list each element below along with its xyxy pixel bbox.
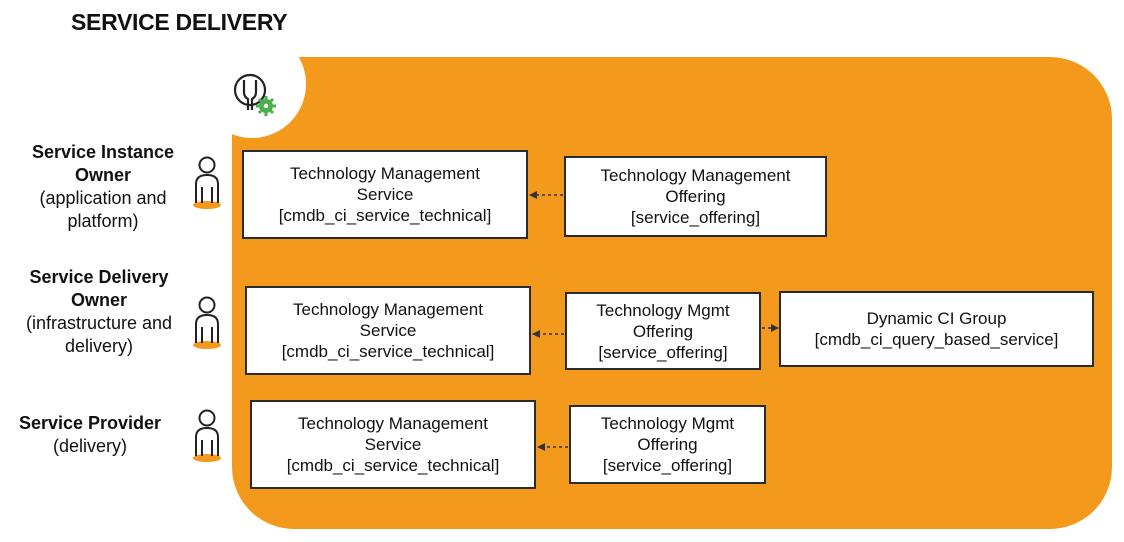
role-name-line: Service Delivery <box>29 267 169 287</box>
icon-badge <box>198 30 306 138</box>
box-line: Technology Management <box>298 414 488 433</box>
box-line: [service_offering] <box>630 208 761 227</box>
box-line: [cmdb_ci_query_based_service] <box>814 330 1059 349</box>
technology-management-service-box: Technology Management Service [cmdb_ci_s… <box>242 150 528 239</box>
box-line: Offering <box>632 321 694 341</box>
role-service-provider: Service Provider (delivery) <box>2 412 178 458</box>
box-line: Service <box>364 435 422 454</box>
box-line: Technology Mgmt <box>596 300 730 320</box>
box-line: [cmdb_ci_service_technical] <box>286 456 500 475</box>
box-line: Technology Management <box>600 166 791 185</box>
dynamic-ci-group-box: Dynamic CI Group [cmdb_ci_query_based_se… <box>779 291 1094 367</box>
box-line: Service <box>356 185 414 204</box>
box-line: [service_offering] <box>602 456 733 475</box>
technology-management-service-box: Technology Management Service [cmdb_ci_s… <box>250 400 536 489</box>
box-line: [cmdb_ci_service_technical] <box>281 342 495 361</box>
wrench-gear-icon <box>233 73 276 116</box>
role-name-line: Owner <box>74 165 131 185</box>
role-scope-line: platform) <box>67 211 139 231</box>
role-service-delivery-owner: Service Delivery Owner (infrastructure a… <box>5 266 193 358</box>
technology-management-offering-box: Technology Management Offering [service_… <box>564 156 827 237</box>
role-scope-line: delivery) <box>64 336 134 356</box>
person-icon <box>193 296 221 349</box>
role-scope-line: (delivery) <box>52 436 127 456</box>
box-line: Technology Management <box>290 164 480 183</box>
box-line: Technology Mgmt <box>600 414 735 433</box>
role-scope-line: (infrastructure and <box>25 313 173 333</box>
box-line: Offering <box>637 435 698 454</box>
technology-mgmt-offering-box: Technology Mgmt Offering [service_offeri… <box>565 292 761 370</box>
box-line: Technology Management <box>293 300 483 319</box>
box-line: Service <box>359 321 417 340</box>
person-icon <box>193 409 221 462</box>
box-line: Dynamic CI Group <box>866 309 1007 328</box>
role-scope-line: (application and <box>39 188 167 208</box>
role-name-line: Service Instance <box>31 142 175 162</box>
role-name-line: Service Provider <box>18 413 162 433</box>
technology-management-service-box: Technology Management Service [cmdb_ci_s… <box>245 286 531 375</box>
person-icon <box>193 156 221 209</box>
box-line: [service_offering] <box>598 342 728 362</box>
role-name-line: Owner <box>70 290 127 310</box>
role-service-instance-owner: Service Instance Owner (application and … <box>14 141 192 233</box>
box-line: [cmdb_ci_service_technical] <box>278 206 492 225</box>
technology-mgmt-offering-box: Technology Mgmt Offering [service_offeri… <box>569 405 766 484</box>
box-line: Offering <box>665 187 726 206</box>
